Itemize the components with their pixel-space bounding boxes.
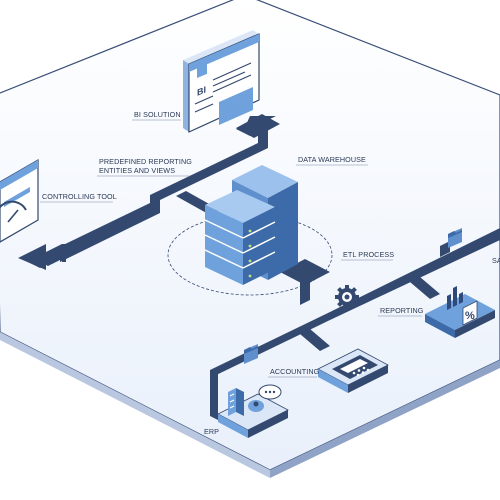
gear-icon xyxy=(335,285,359,309)
svg-text:%: % xyxy=(465,310,475,322)
accounting-icon xyxy=(317,348,389,393)
building-icon xyxy=(228,388,244,416)
svg-text:SA: SA xyxy=(492,256,500,265)
erp-icon xyxy=(217,384,289,438)
svg-text:ERP: ERP xyxy=(204,427,219,436)
label-erp: ERP xyxy=(204,427,219,436)
left-arrow-path xyxy=(18,205,160,270)
label-accounting: ACCOUNTING xyxy=(268,367,320,378)
chat-bubble-icon xyxy=(258,384,282,400)
folder-icon xyxy=(448,228,462,248)
svg-text:ACCOUNTING: ACCOUNTING xyxy=(270,367,320,376)
svg-text:DATA WAREHOUSE: DATA WAREHOUSE xyxy=(298,155,366,164)
bi-arrow xyxy=(236,114,280,138)
label-reporting: REPORTING xyxy=(378,306,424,317)
folder-icon xyxy=(244,344,258,364)
label-etl-process: ETL PROCESS xyxy=(341,250,394,261)
svg-text:BI SOLUTION: BI SOLUTION xyxy=(134,110,181,119)
data-warehouse-icon xyxy=(204,165,298,285)
bi-screen-text: BI xyxy=(197,84,206,98)
label-controlling-tool: CONTROLLING TOOL xyxy=(40,192,117,203)
reporting-icon: % xyxy=(425,286,495,338)
svg-text:REPORTING: REPORTING xyxy=(380,306,424,315)
labels: BI SOLUTION PREDEFINED REPORTING ENTITIE… xyxy=(40,110,500,436)
label-predefined-reporting: PREDEFINED REPORTING ENTITIES AND VIEWS xyxy=(97,157,192,177)
controlling-tool-icon xyxy=(0,158,39,243)
svg-text:PREDEFINED REPORTING: PREDEFINED REPORTING xyxy=(99,157,192,166)
label-data-warehouse: DATA WAREHOUSE xyxy=(296,155,368,166)
svg-text:ETL PROCESS: ETL PROCESS xyxy=(343,250,394,259)
svg-text:CONTROLLING TOOL: CONTROLLING TOOL xyxy=(42,192,117,201)
svg-text:ENTITIES AND VIEWS: ENTITIES AND VIEWS xyxy=(99,166,175,175)
label-sa: SA xyxy=(492,256,500,265)
speedometer-icon xyxy=(0,200,27,223)
bi-solution-icon: BI xyxy=(183,30,260,133)
percent-icon: % xyxy=(462,300,478,326)
calculator-icon xyxy=(332,355,378,379)
label-bi-solution: BI SOLUTION xyxy=(132,110,181,121)
bar-chart-icon xyxy=(447,286,463,310)
